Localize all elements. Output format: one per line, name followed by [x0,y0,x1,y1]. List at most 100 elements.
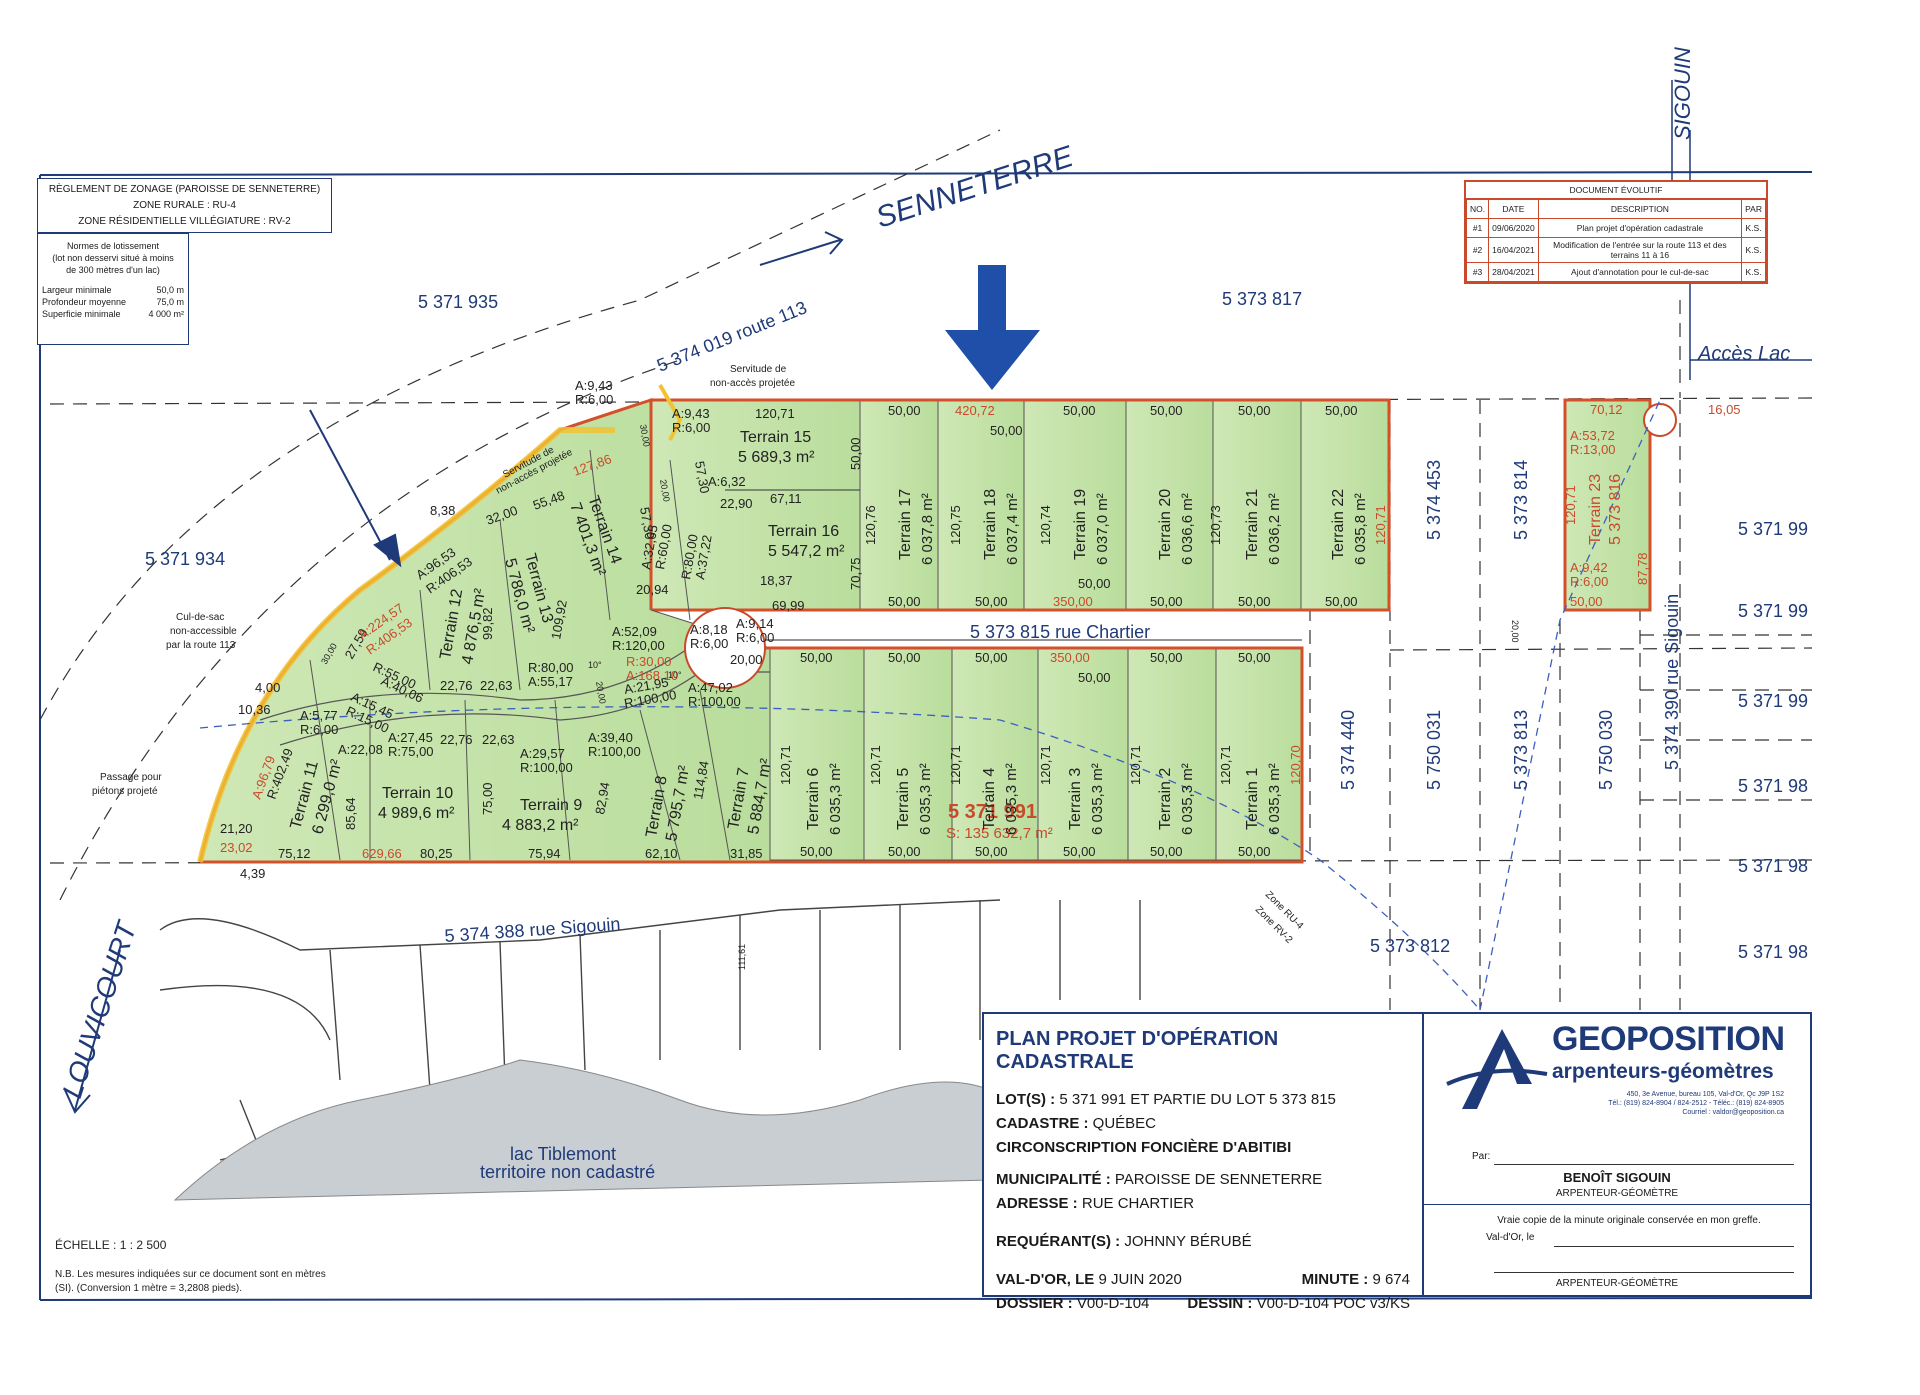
lot-5374453: 5 374 453 [1424,460,1444,540]
normes-value: 75,0 m [156,297,184,307]
circonscription: CIRCONSCRIPTION FONCIÈRE D'ABITIBI [996,1139,1292,1156]
zoning-line-2: ZONE RURALE : RU-4 [133,200,236,211]
geoposition-logo-icon [1446,1029,1548,1109]
terrain-22-area: 6 035,8 m² [1352,493,1369,565]
plan-title: PLAN PROJET D'OPÉRATION CADASTRALE [996,1028,1279,1073]
lot-5371991: 5 371 991 [948,801,1037,823]
revisions-header: DATE [1488,199,1539,219]
date-value: 9 JUIN 2020 [1098,1271,1182,1288]
dim-80-25: 80,25 [420,846,453,861]
revisions-cell: K.S. [1741,262,1766,282]
dim-b1-right: 120,70 [1288,745,1303,785]
culdesac-1: Cul-de-sac [176,612,224,623]
lot-row-top [650,399,1390,611]
terrain-16-area: 5 547,2 m² [768,543,845,560]
terrain-21-label: Terrain 21 [1244,489,1261,560]
dim-t19-side: 120,74 [1038,505,1053,545]
title-block-firm: GEOPOSITION arpenteurs-géomètres 450, 3e… [1424,1014,1810,1295]
terrain-9-area: 4 883,2 m² [502,817,579,834]
dim-75-12: 75,12 [278,846,311,861]
servitude-top-2: non-accès projetée [710,378,795,389]
arc-a39: A:39,40 [588,730,633,745]
arc-r30: R:30,00 [626,654,672,669]
dim-b2-bot: 50,00 [1150,844,1183,859]
revisions-title: DOCUMENT ÉVOLUTIF [1466,182,1766,199]
terrain-4-label: Terrain 4 [981,768,998,830]
surveyor-title: ARPENTEUR-GÉOMÈTRE [1555,1188,1679,1199]
firm-subtitle: arpenteurs-géomètres [1552,1060,1774,1083]
arc-a168: A:168,10 [626,668,678,683]
terrain-19-label: Terrain 19 [1072,489,1089,560]
adresse-label: ADRESSE : [996,1195,1078,1212]
revisions-header: PAR [1741,199,1766,219]
lot-5373814: 5 373 814 [1511,460,1531,540]
terrain-4-area: 6 035,3 m² [1003,763,1020,835]
dim-b3-side: 120,71 [1038,745,1053,785]
terrain-20-label: Terrain 20 [1157,489,1174,560]
arc-r100d: R:100,00 [520,760,573,775]
signature-par: Par: [1472,1151,1491,1162]
frame-bottom [39,1297,1813,1301]
revisions-cell: K.S. [1741,237,1766,263]
lake-subtitle: territoire non cadastré [480,1162,655,1182]
terrain-23-label: Terrain 23 [1587,474,1604,545]
dim-top-3: 50,00 [990,423,1023,438]
dim-85-64: 85,64 [343,797,358,830]
dim-t16-corner: 18,37 [760,573,793,588]
frame-top [39,171,1813,176]
true-copy-statement: Vraie copie de la minute originale conse… [1497,1215,1761,1226]
revisions-cell: #1 [1465,218,1490,238]
dim-75-00: 75,00 [480,782,495,815]
dim-20-94: 20,94 [636,582,669,597]
adresse-value: RUE CHARTIER [1081,1195,1195,1212]
dessin-value: V00-D-104 POC v3/KS [1256,1295,1410,1312]
revisions-cell: Ajout d'annotation pour le cul-de-sac [1537,262,1743,282]
lot-5371991-area: S: 135 632,7 m² [946,825,1053,842]
cul-de-sac-circle [684,607,766,689]
revisions-cell: K.S. [1741,218,1766,238]
arc-a9-14: A:9,14 [736,616,774,631]
dim-b3-mid: 50,00 [1078,670,1111,685]
revisions-header: DESCRIPTION [1537,199,1743,219]
arc-a9-43: A:9,43 [672,406,710,421]
rue-chartier-label: 5 373 815 rue Chartier [970,622,1150,642]
lot-5373817: 5 373 817 [1222,289,1302,309]
dim-t17-side: 120,76 [863,505,878,545]
lot-5373812: 5 373 812 [1370,936,1450,956]
handwriting-louvicourt: LOUVICOURT [56,916,143,1101]
revisions-row: #3 28/04/2021 Ajout d'annotation pour le… [1465,262,1766,282]
louvicourt-arrow [64,949,121,1114]
rue-sigouin-right-label: 5 374 390 rue Sigouin [1662,594,1682,770]
zoning-line-1: RÈGLEMENT DE ZONAGE (PAROISSE DE SENNETE… [48,184,321,195]
route113-frontage-highlight [197,427,615,863]
dim-b1-top: 50,00 [1238,650,1271,665]
terrain-10-area: 4 989,6 m² [378,805,455,822]
dim-t17-bot: 50,00 [888,594,921,609]
minute-label: MINUTE : [1301,1271,1369,1288]
normes-label: Profondeur moyenne [42,297,127,307]
dim-top-7: 50,00 [1325,403,1358,418]
lot-5373813: 5 373 813 [1511,710,1531,790]
lot-right-99b: 5 371 99 [1738,601,1808,621]
normes-title-2: (lot non desservi situé à moins [52,253,174,263]
rue-sigouin-bottom-label: 5 374 388 rue Sigouin [444,914,621,946]
arc-a47: A:47,02 [688,680,733,695]
title-block-info: PLAN PROJET D'OPÉRATION CADASTRALE LOT(S… [984,1014,1424,1312]
dim-4-00: 4,00 [255,680,280,695]
revisions-header-row: NO. DATE DESCRIPTION PAR [1465,199,1766,219]
revisions-cell: 16/04/2021 [1488,237,1539,263]
terrain-16-label: Terrain 16 [768,523,839,540]
dim-22-63a: 22,63 [480,678,513,693]
dim-t18-side: 120,75 [948,505,963,545]
cadastre-value: QUÉBEC [1092,1115,1157,1132]
dim-t19-mid: 50,00 [1078,576,1111,591]
lot-right-98b: 5 371 98 [1738,856,1808,876]
lots-label: LOT(S) : [996,1091,1056,1108]
western-lot-divisions [309,449,731,861]
arc-a22: A:22,08 [338,742,383,757]
terrain-23-lot [1563,398,1652,612]
lot-5750031: 5 750 031 [1424,710,1444,790]
dim-57-30b: 57,30 [637,506,657,541]
revisions-table: DOCUMENT ÉVOLUTIF NO. DATE DESCRIPTION P… [1464,180,1768,284]
